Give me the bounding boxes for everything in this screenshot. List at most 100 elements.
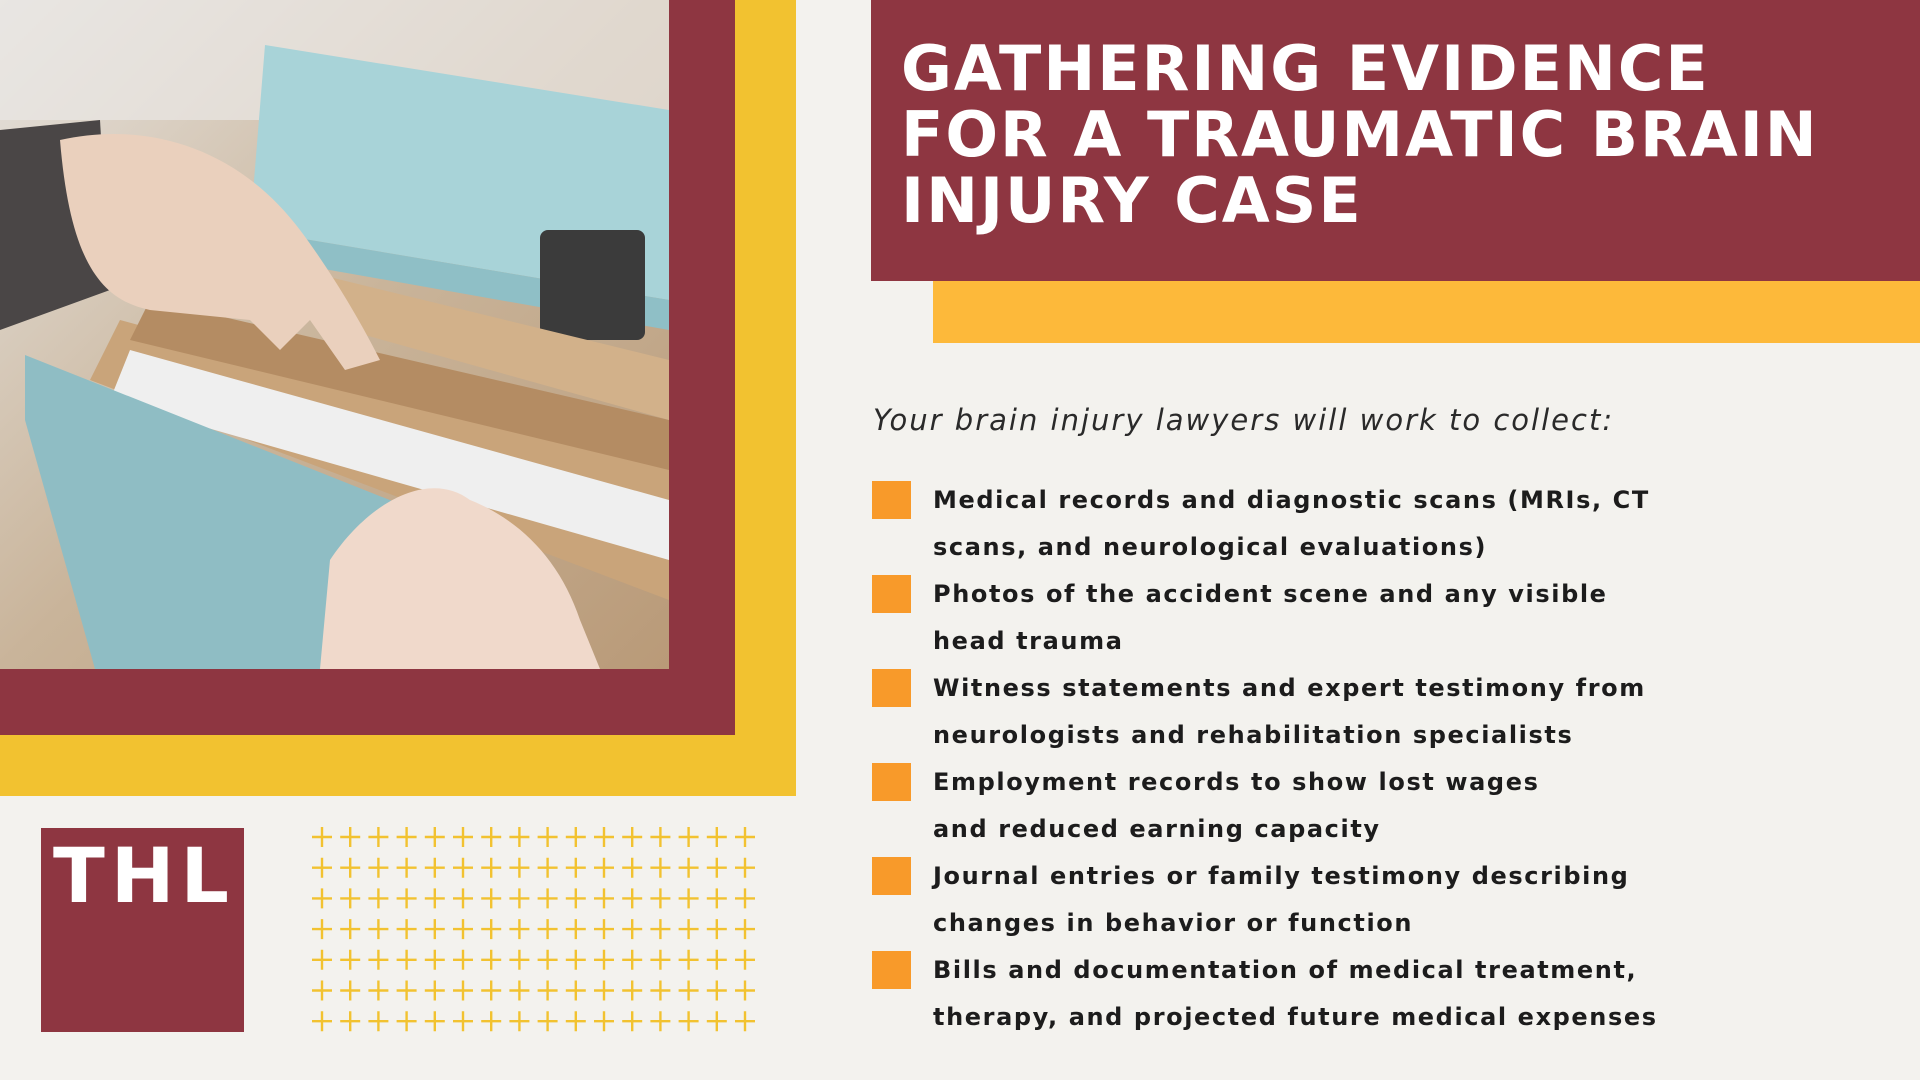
plus-icon <box>650 980 671 1001</box>
plus-icon <box>312 888 332 909</box>
list-item-text: Witness statements and expert testimony … <box>933 665 1646 759</box>
plus-icon <box>396 827 417 847</box>
square-bullet-icon <box>872 763 911 801</box>
plus-icon <box>650 949 671 970</box>
plus-icon <box>678 857 699 878</box>
list-item: Medical records and diagnostic scans (MR… <box>872 481 1912 575</box>
plus-icon <box>565 888 586 909</box>
file-folder-photo <box>0 0 669 669</box>
plus-icon <box>594 888 614 909</box>
plus-icon <box>481 919 502 940</box>
plus-icon <box>678 980 699 1001</box>
list-item-line: Journal entries or family testimony desc… <box>933 862 1630 890</box>
list-item: Bills and documentation of medical treat… <box>872 951 1912 1045</box>
list-item-text: Medical records and diagnostic scans (MR… <box>933 477 1650 571</box>
plus-icon <box>622 1011 643 1032</box>
plus-icon <box>537 980 558 1001</box>
plus-icon <box>368 1011 389 1032</box>
plus-icon <box>368 857 389 878</box>
plus-icon <box>594 919 614 940</box>
plus-icon <box>565 827 586 847</box>
plus-icon <box>481 980 502 1001</box>
plus-icon <box>622 919 643 940</box>
plus-icon <box>424 919 445 940</box>
plus-icon <box>453 827 473 847</box>
plus-icon <box>622 857 643 878</box>
plus-icon <box>509 888 530 909</box>
plus-icon <box>312 857 332 878</box>
plus-icon <box>537 827 558 847</box>
square-bullet-icon <box>872 669 911 707</box>
plus-icon <box>453 919 473 940</box>
plus-icon <box>340 1011 361 1032</box>
plus-icon <box>735 949 755 970</box>
plus-icon <box>509 857 530 878</box>
plus-icon <box>396 857 417 878</box>
plus-icon <box>537 888 558 909</box>
plus-icon <box>396 980 417 1001</box>
plus-icon <box>622 827 643 847</box>
plus-icon <box>565 919 586 940</box>
plus-icon <box>312 1011 332 1032</box>
list-item-line: changes in behavior or function <box>933 909 1414 937</box>
plus-icon <box>424 827 445 847</box>
plus-icon <box>453 980 473 1001</box>
plus-icon <box>706 919 727 940</box>
plus-icon <box>424 888 445 909</box>
plus-icon <box>312 949 332 970</box>
plus-icon <box>650 857 671 878</box>
square-bullet-icon <box>872 575 911 613</box>
list-item: Photos of the accident scene and any vis… <box>872 575 1912 669</box>
plus-icon <box>453 1011 473 1032</box>
intro-text: Your brain injury lawyers will work to c… <box>873 403 1615 437</box>
plus-icon <box>537 949 558 970</box>
plus-icon <box>735 827 755 847</box>
plus-icon <box>594 1011 614 1032</box>
plus-icon <box>340 919 361 940</box>
list-item-text: Bills and documentation of medical treat… <box>933 947 1658 1041</box>
plus-icon <box>594 949 614 970</box>
plus-icon <box>622 949 643 970</box>
list-item-line: Bills and documentation of medical treat… <box>933 956 1638 984</box>
plus-icon <box>396 949 417 970</box>
plus-icon <box>594 980 614 1001</box>
list-item-line: therapy, and projected future medical ex… <box>933 1003 1658 1031</box>
plus-icon <box>424 980 445 1001</box>
plus-icon <box>594 827 614 847</box>
plus-icon <box>481 827 502 847</box>
plus-icon <box>537 1011 558 1032</box>
plus-icon <box>678 888 699 909</box>
plus-icon <box>706 888 727 909</box>
plus-icon <box>735 888 755 909</box>
plus-icon <box>368 949 389 970</box>
plus-icon <box>735 919 755 940</box>
plus-icon <box>453 888 473 909</box>
list-item-line: and reduced earning capacity <box>933 815 1381 843</box>
list-item-line: Witness statements and expert testimony … <box>933 674 1646 702</box>
plus-icon <box>368 888 389 909</box>
plus-icon <box>340 949 361 970</box>
plus-icon <box>312 919 332 940</box>
plus-icon <box>424 1011 445 1032</box>
plus-icon <box>594 857 614 878</box>
plus-icon <box>509 827 530 847</box>
square-bullet-icon <box>872 857 911 895</box>
list-item: Witness statements and expert testimony … <box>872 669 1912 763</box>
plus-icon <box>706 980 727 1001</box>
list-item-line: neurologists and rehabilitation speciali… <box>933 721 1574 749</box>
plus-icon <box>481 857 502 878</box>
plus-icon <box>396 888 417 909</box>
plus-icon <box>509 949 530 970</box>
page-title: GATHERING EVIDENCE FOR A TRAUMATIC BRAIN… <box>901 36 1911 234</box>
plus-icon <box>312 980 332 1001</box>
plus-icon <box>706 827 727 847</box>
plus-icon <box>622 888 643 909</box>
plus-icon <box>537 919 558 940</box>
plus-icon <box>678 949 699 970</box>
plus-icon <box>424 857 445 878</box>
plus-icon <box>396 919 417 940</box>
plus-icon <box>509 919 530 940</box>
title-line: FOR A TRAUMATIC BRAIN <box>901 98 1819 171</box>
title-line: GATHERING EVIDENCE <box>901 32 1710 105</box>
photo-illustration <box>0 0 669 669</box>
